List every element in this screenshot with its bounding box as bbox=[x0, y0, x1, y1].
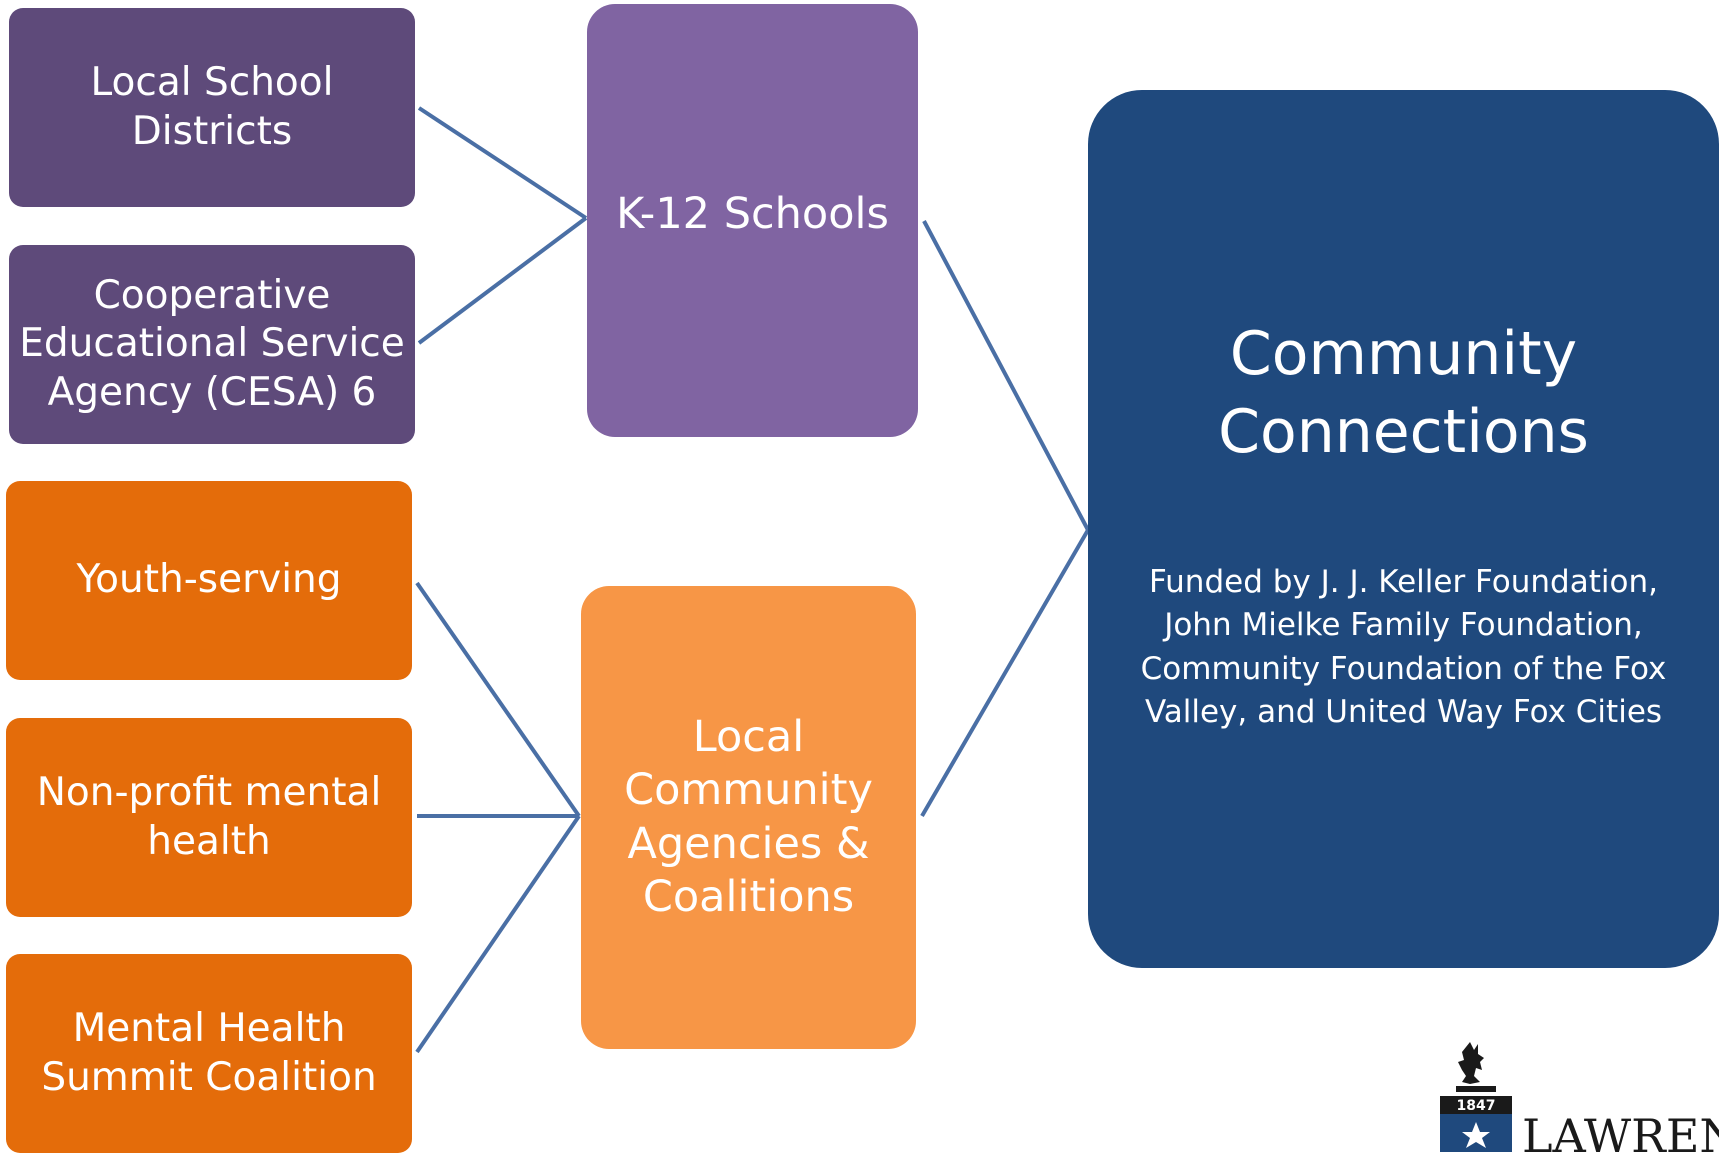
connector-agencies-community bbox=[920, 528, 1090, 818]
community-agencies-label: Local Community Agencies & Coalitions bbox=[624, 711, 873, 922]
connector-districts-k12 bbox=[417, 106, 588, 220]
local-school-districts-box: Local School Districts bbox=[9, 8, 415, 207]
mental-health-summit-coalition-box: Mental Health Summit Coalition bbox=[6, 954, 412, 1153]
logo-year: 1847 bbox=[1457, 1098, 1496, 1114]
lawrence-crest-icon: 1847 LAWRENCE bbox=[1440, 1042, 1719, 1152]
community-connections-box: Community Connections Funded by J. J. Ke… bbox=[1088, 90, 1719, 968]
funding-note: Funded by J. J. Keller Foundation, John … bbox=[1140, 564, 1667, 731]
k12-schools-label: K-12 Schools bbox=[616, 189, 889, 239]
youth-serving-label: Youth-serving bbox=[76, 557, 342, 603]
k12-schools-box: K-12 Schools bbox=[587, 4, 918, 437]
nonprofit-mental-health-label: Non-profit mental health bbox=[36, 770, 382, 864]
connector-k12-community bbox=[922, 220, 1090, 531]
youth-serving-box: Youth-serving bbox=[6, 481, 412, 680]
local-school-districts-label: Local School Districts bbox=[90, 60, 334, 154]
connector-coalition-agencies bbox=[415, 814, 581, 1054]
cesa-label: Cooperative Educational Service Agency (… bbox=[19, 272, 405, 415]
cesa-box: Cooperative Educational Service Agency (… bbox=[9, 245, 415, 444]
mental-health-summit-coalition-label: Mental Health Summit Coalition bbox=[41, 1006, 377, 1100]
connector-youth-agencies bbox=[415, 581, 581, 818]
lawrence-university-logo: 1847 LAWRENCE bbox=[1418, 1040, 1719, 1152]
logo-name: LAWRENCE bbox=[1522, 1109, 1719, 1152]
community-agencies-box: Local Community Agencies & Coalitions bbox=[581, 586, 916, 1049]
nonprofit-mental-health-box: Non-profit mental health bbox=[6, 718, 412, 917]
community-connections-title: Community Connections bbox=[1218, 319, 1589, 467]
connector-cesa-k12 bbox=[417, 216, 588, 345]
